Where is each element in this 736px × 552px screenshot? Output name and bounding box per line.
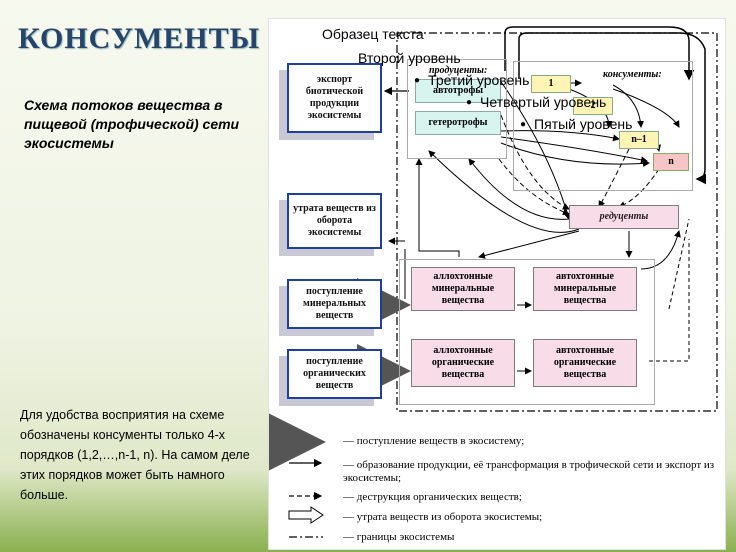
legend-item-production: — образование продукции, её трансформаци… (343, 459, 715, 484)
producers-label: продуценты: (429, 65, 488, 76)
organic-input-box: поступление органических веществ (287, 349, 382, 399)
consumer-n-1-box: n–1 (619, 131, 659, 149)
export-box: экспорт биотической продукции экосистемы (287, 63, 382, 133)
autochthonous-mineral-box: автохтонные минеральные вещества (533, 267, 637, 311)
consumers-label: консументы: (603, 69, 662, 80)
reducers-box: редуценты (569, 205, 679, 229)
allochthonous-organic-box: аллохтонные органические вещества (411, 339, 515, 387)
substances-frame (399, 259, 655, 405)
legend-item-boundary: — границы экосистемы (343, 531, 455, 543)
heterotrophs-box: гетеротрофы (415, 111, 501, 135)
loss-box: утрата веществ из оборота экосистемы (287, 193, 382, 249)
slide-title: КОНСУМЕНТЫ (18, 22, 261, 55)
placeholder-level-2: Второй уровень (358, 50, 461, 66)
legend-item-destruction: — деструкция органических веществ; (343, 491, 522, 503)
legend-item-input: — поступление веществ в экосистему; (343, 435, 525, 447)
placeholder-level-5: Пятый уровень (520, 116, 632, 132)
consumer-n-box: n (653, 153, 689, 171)
slide-subtitle: Схема потоков вещества в пищевой (трофич… (24, 97, 240, 151)
slide-note: Для удобства восприятия на схеме обознач… (20, 408, 250, 502)
placeholder-level-1: Образец текста (322, 26, 424, 42)
consumers-frame (513, 61, 693, 191)
placeholder-level-4: Четвертый уровень (466, 94, 606, 110)
legend-item-loss: — утрата веществ из оборота экосистемы; (343, 511, 543, 523)
allochthonous-mineral-box: аллохтонные минеральные вещества (411, 267, 515, 311)
autochthonous-organic-box: автохтонные органические вещества (533, 339, 637, 387)
placeholder-level-3: Третий уровень (414, 72, 529, 88)
mineral-input-box: поступление минеральных веществ (287, 279, 382, 329)
consumer-1-box: 1 (531, 75, 571, 93)
